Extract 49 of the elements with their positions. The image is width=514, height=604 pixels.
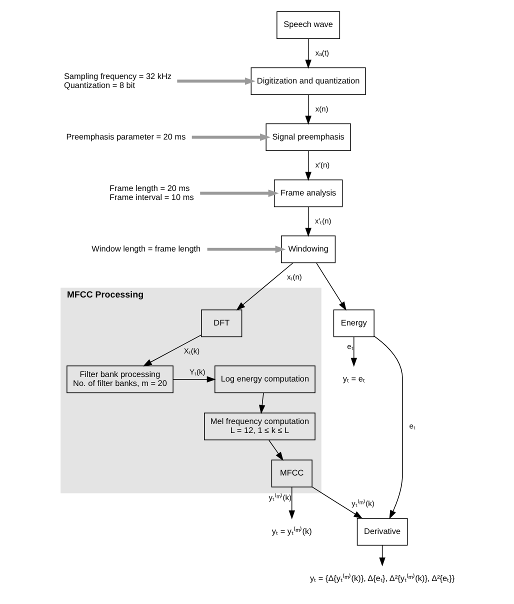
arrow — [304, 38, 311, 69]
edge-label: yₜ⁽ᵐ⁾(k) — [351, 499, 374, 508]
node-text: yₜ = {Δ{yₜ⁽ᵐ⁾(k)}, Δ{eₜ}, Δ²{yₜ⁽ᵐ⁾(k)}, Δ²{eₜ}} — [309, 574, 454, 583]
node-box: Derivative — [356, 518, 408, 546]
edge-label: eₜ — [408, 422, 415, 431]
arrow — [316, 262, 346, 311]
edge-label: x′ₜ(n) — [314, 216, 331, 226]
node-box: Speech wave — [276, 11, 340, 39]
arrow — [304, 94, 311, 125]
arrow — [268, 440, 283, 461]
node-box: Filter bank processing No. of filter banks, m = 20 — [66, 366, 173, 394]
node-text: Sampling frequency = 32 kHz Quantization = 8 bit — [63, 72, 172, 90]
edge-label: x(n) — [314, 104, 328, 114]
arrow — [304, 150, 311, 181]
node-box: MFCC — [270, 460, 312, 488]
arrow — [378, 545, 385, 566]
arrow — [176, 78, 255, 85]
arrow — [191, 134, 270, 141]
node-text: yₜ = eₜ — [342, 374, 364, 384]
arrow — [236, 262, 293, 310]
node-text: Preemphasis parameter = 20 ms — [66, 132, 186, 142]
arrow — [311, 486, 362, 519]
node-text: Window length = frame length — [91, 244, 200, 254]
node-box: Signal preemphasis — [265, 123, 350, 152]
arrow — [373, 336, 402, 520]
edge-label: x′(n) — [314, 160, 330, 170]
arrow — [206, 246, 286, 253]
node-box: DFT — [200, 309, 242, 338]
edge-label: xₜ(n) — [286, 272, 302, 282]
arrow — [288, 486, 295, 520]
node-text: yₜ = yₜ⁽ᵐ⁾(k) — [271, 526, 312, 536]
node-box: Digitization and quantization — [250, 67, 366, 95]
node-box: Energy — [332, 309, 374, 338]
arrow — [304, 206, 311, 237]
edge-label: eₜ — [346, 342, 353, 351]
edge-label: yₜ⁽ᵐ⁾(k) — [268, 493, 291, 502]
edge-label: Yₜ(k) — [189, 367, 205, 376]
arrow — [142, 334, 202, 366]
arrow — [200, 190, 278, 197]
node-box: Mel frequency computation L = 12, 1 ≤ k ≤ L — [204, 412, 315, 440]
edge-label: Xₜ(k) — [183, 346, 200, 356]
node-box: Frame analysis — [273, 179, 342, 208]
arrow — [258, 392, 265, 414]
node-box: Windowing — [280, 236, 336, 264]
arrow — [172, 376, 216, 382]
node-box: Log energy computation — [214, 366, 315, 394]
edge-label: xₐ(t) — [314, 48, 328, 58]
node-text: Frame length = 20 ms Frame interval = 10 ms — [109, 184, 194, 202]
arrow — [350, 336, 357, 367]
